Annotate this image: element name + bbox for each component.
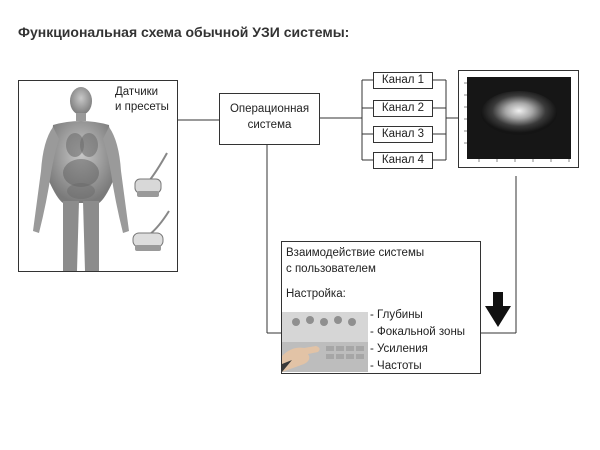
ultrasound-image-box: [458, 70, 579, 168]
setting-frequency: - Частоты: [370, 359, 422, 374]
ultrasound-image: [459, 71, 578, 167]
ultrasound-probe-icon: [127, 151, 187, 271]
setting-depth: - Глубины: [370, 308, 423, 323]
interaction-line2: с пользователем: [286, 262, 376, 277]
channel-4-box: Канал 4: [373, 152, 433, 169]
channel-2-label: Канал 2: [374, 101, 432, 116]
setup-label: Настройка:: [286, 287, 346, 302]
sensors-box: Датчики и пресеты: [18, 80, 178, 272]
operational-line2: система: [220, 118, 319, 133]
operational-system-box: Операционная система: [219, 93, 320, 145]
interaction-box: Взаимодействие системы с пользователем Н…: [281, 241, 481, 374]
channel-2-box: Канал 2: [373, 100, 433, 117]
setting-focal-zone: - Фокальной зоны: [370, 325, 465, 340]
interaction-line1: Взаимодействие системы: [286, 246, 424, 261]
down-arrow-icon: [485, 292, 511, 327]
channel-4-label: Канал 4: [374, 153, 432, 168]
channel-1-box: Канал 1: [373, 72, 433, 89]
operational-line1: Операционная: [220, 102, 319, 117]
setting-gain: - Усиления: [370, 342, 428, 357]
control-panel-image: [282, 312, 368, 372]
channel-3-label: Канал 3: [374, 127, 432, 142]
channel-3-box: Канал 3: [373, 126, 433, 143]
channel-1-label: Канал 1: [374, 73, 432, 88]
sensors-label-line1: Датчики: [115, 85, 158, 100]
sensors-label-line2: и пресеты: [115, 100, 169, 115]
